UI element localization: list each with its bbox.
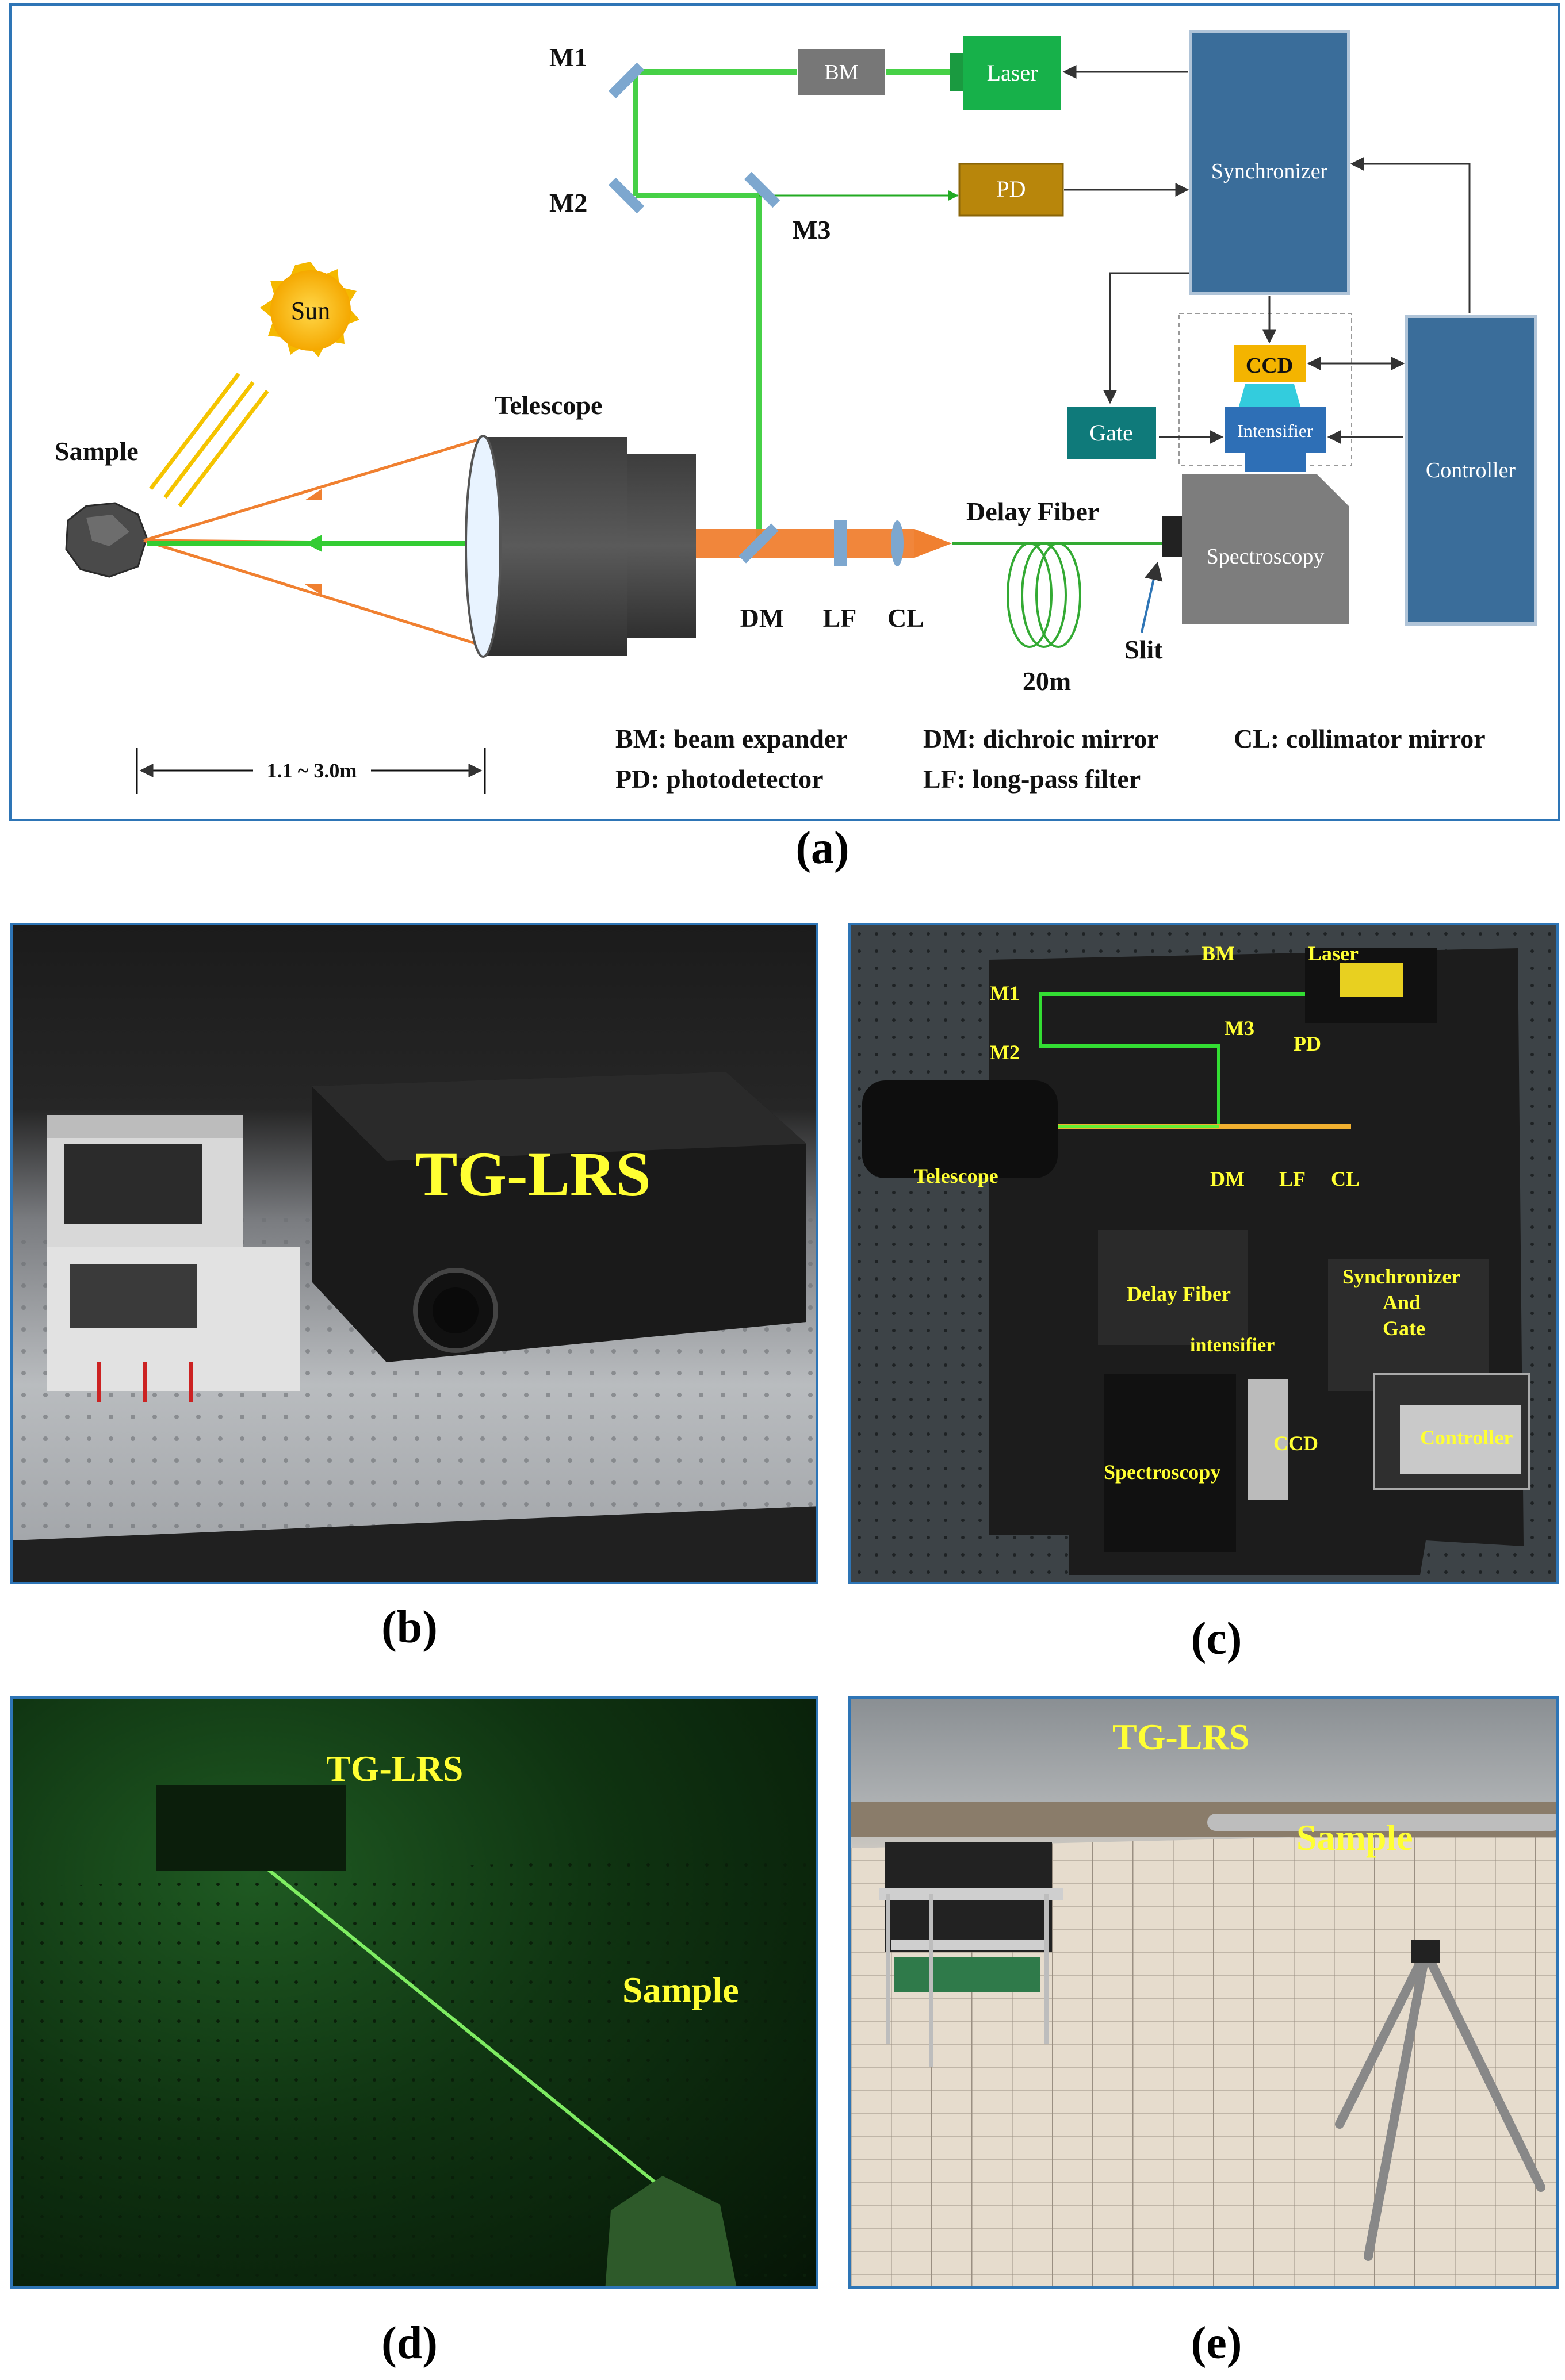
mirror-m3 <box>744 171 780 208</box>
cl-lens <box>891 520 904 566</box>
laser-beam <box>216 1826 669 2195</box>
photo-c-tag-telescope: Telescope <box>914 1164 998 1187</box>
caption-d: (d) <box>381 2318 438 2368</box>
sun-icon <box>260 262 359 357</box>
telescope-label: Telescope <box>495 390 602 420</box>
caption-e: (e) <box>1191 2318 1242 2368</box>
distance-scale <box>136 748 486 794</box>
green-beam-path <box>633 69 952 538</box>
dm-mirror <box>739 523 779 564</box>
slit-block <box>1162 516 1182 557</box>
photo-c-tag-delay-fiber: Delay Fiber <box>1127 1282 1231 1305</box>
photo-c-scene <box>851 925 1556 1582</box>
photo-d: TG-LRS Sample <box>10 1696 818 2289</box>
photo-e-scene <box>851 1802 1556 2286</box>
label-m1: M1 <box>549 43 587 72</box>
photo-b-scene <box>13 1072 816 1582</box>
ccd-coupler <box>1238 384 1301 408</box>
slit-label: Slit <box>1124 635 1163 664</box>
photo-e-tag-tg-lrs: TG-LRS <box>1112 1716 1250 1757</box>
legend-dm: DM: dichroic mirror <box>923 724 1159 753</box>
telescope-body <box>486 437 627 656</box>
photo-c-tag-bm: BM <box>1202 942 1235 965</box>
photo-d-tag-sample: Sample <box>622 1969 739 2010</box>
caption-b: (b) <box>381 1602 438 1653</box>
distance-label: 1.1 ~ 3.0m <box>267 759 357 782</box>
control-lines <box>1062 65 1471 444</box>
laser-box <box>963 36 1061 110</box>
mirror-m2 <box>608 177 645 214</box>
panel-a-frame <box>9 3 1560 821</box>
photo-c: BM Laser M1 M2 M3 PD Telescope DM LF CL … <box>848 923 1559 1584</box>
photo-d-scene <box>13 1785 816 2286</box>
fiber-coil <box>1007 542 1081 648</box>
photo-b-tag-tg-lrs: TG-LRS <box>415 1139 651 1209</box>
photo-c-tag-and: And <box>1383 1291 1421 1314</box>
ccd-label: CCD <box>1246 354 1293 378</box>
photo-c-tag-lf: LF <box>1279 1167 1306 1190</box>
telescope-lens <box>465 435 502 658</box>
sun-label: Sun <box>291 297 330 325</box>
bm-box <box>798 49 885 95</box>
photo-c-tag-intensifier: intensifier <box>1190 1335 1275 1356</box>
dm-label: DM <box>740 603 785 633</box>
cl-label: CL <box>887 603 924 633</box>
caption-c: (c) <box>1191 1614 1242 1664</box>
photo-c-tag-cl: CL <box>1331 1167 1360 1190</box>
telescope-rear <box>627 454 696 638</box>
photo-c-tag-m2: M2 <box>990 1041 1020 1064</box>
controller-label: Controller <box>1426 458 1516 482</box>
photo-e: TG-LRS Sample <box>848 1696 1559 2289</box>
legend-lf: LF: long-pass filter <box>923 764 1141 794</box>
synchronizer-box <box>1189 30 1350 295</box>
photo-c-tag-ccd: CCD <box>1273 1432 1318 1455</box>
spectroscopy-label: Spectroscopy <box>1207 545 1325 569</box>
sample-label: Sample <box>55 436 139 466</box>
photo-c-tag-m3: M3 <box>1225 1017 1254 1040</box>
photo-c-tag-dm: DM <box>1210 1167 1245 1190</box>
bm-label: BM <box>824 60 858 85</box>
photo-c-tag-gate: Gate <box>1383 1317 1425 1340</box>
spectroscopy-box <box>1182 474 1349 624</box>
legend-pd: PD: photodetector <box>615 764 824 794</box>
gate-box <box>1067 407 1156 459</box>
intensifier-label: Intensifier <box>1237 420 1313 441</box>
photo-d-tag-tg-lrs: TG-LRS <box>326 1748 464 1789</box>
laser-head <box>950 53 965 91</box>
photo-c-tag-laser: Laser <box>1308 942 1359 965</box>
intensifier-box <box>1225 407 1326 453</box>
lf-label: LF <box>823 603 857 633</box>
gate-label: Gate <box>1089 420 1133 446</box>
legend-cl: CL: collimator mirror <box>1234 724 1486 753</box>
ccd-box <box>1234 345 1306 382</box>
photo-c-tag-synchronizer: Synchronizer <box>1342 1265 1461 1288</box>
synchronizer-label: Synchronizer <box>1211 159 1328 183</box>
photo-c-tag-controller: Controller <box>1420 1426 1513 1449</box>
photo-e-tag-sample: Sample <box>1296 1817 1413 1858</box>
photo-c-tag-spectroscopy: Spectroscopy <box>1104 1461 1221 1484</box>
laser-label: Laser <box>987 60 1038 86</box>
photo-c-tag-pd: PD <box>1294 1032 1321 1055</box>
fiber-length-label: 20m <box>1023 666 1071 696</box>
intensifier-base <box>1245 453 1306 472</box>
mirror-m1 <box>608 62 645 99</box>
pd-box <box>958 163 1064 217</box>
label-m2: M2 <box>549 188 587 217</box>
panel-a-diagram: M1 M2 M3 BM Laser PD Synchronizer Contro… <box>9 3 1560 821</box>
sunlight-rays <box>149 372 269 508</box>
legend-bm: BM: beam expander <box>615 724 848 753</box>
collimated-beam <box>696 529 914 558</box>
pd-label: PD <box>996 176 1026 202</box>
lf-filter <box>834 520 847 566</box>
caption-a: (a) <box>795 823 850 873</box>
controller-box <box>1405 315 1537 626</box>
delay-fiber-label: Delay Fiber <box>966 497 1099 526</box>
photo-b: TG-LRS <box>10 923 818 1584</box>
photo-c-tag-m1: M1 <box>990 982 1020 1005</box>
label-m3: M3 <box>793 215 831 244</box>
